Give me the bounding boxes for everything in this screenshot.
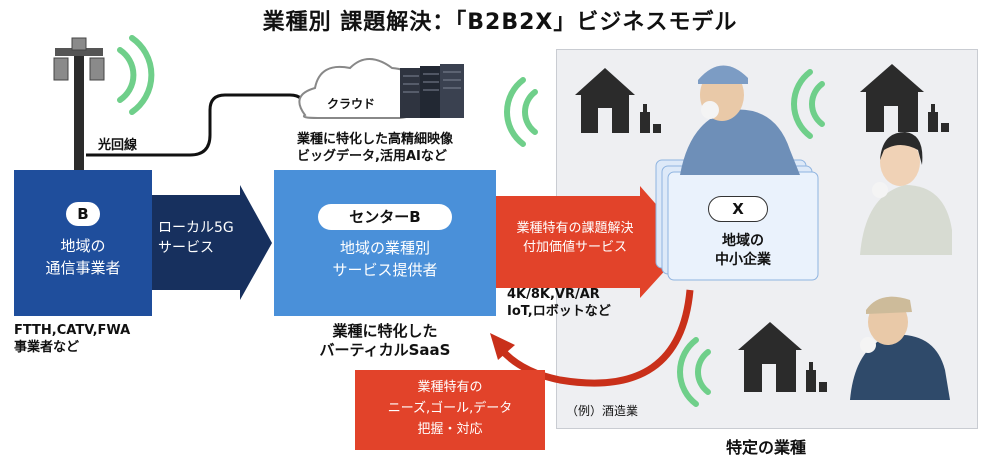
sake-bottle-icon — [928, 104, 949, 132]
sake-bottle-icon — [640, 104, 661, 133]
server-rack-icon — [400, 64, 464, 118]
cloud-caption-line1: 業種に特化した高精細映像 — [297, 132, 454, 147]
saas-caption-line1: 業種に特化した — [332, 322, 438, 340]
house-icon — [575, 68, 635, 133]
badge-center-b: センターB — [318, 204, 452, 230]
sme-name-line2: 中小企業 — [715, 252, 771, 268]
cloud-icon — [298, 58, 418, 119]
telecom-caption-line1: FTTH,CATV,FWA — [14, 323, 131, 338]
house-icon — [860, 64, 924, 132]
value-line1: 業種特有の課題解決 — [516, 221, 634, 236]
wifi-signal-icon — [117, 35, 155, 115]
industry-caption: 特定の業種 — [725, 438, 806, 457]
wifi-signal-icon — [504, 77, 538, 147]
telecom-operator-box: B 地域の 通信事業者 — [14, 170, 152, 316]
tech-line2: IoT,ロボットなど — [507, 304, 611, 319]
tech-line1: 4K/8K,VR/AR — [507, 287, 600, 302]
sake-bottle-icon — [806, 362, 827, 392]
needs-line2: ニーズ,ゴール,データ — [387, 401, 513, 416]
local5g-line2: サービス — [158, 240, 214, 256]
badge-x: X — [708, 196, 768, 222]
service-provider-box: センターB 地域の業種別 サービス提供者 — [274, 170, 496, 316]
wifi-signal-icon — [677, 337, 711, 407]
house-icon — [738, 322, 802, 392]
provider-name-line2: サービス提供者 — [332, 261, 438, 279]
cloud-label: クラウド — [327, 97, 376, 111]
sme-name-line1: 地域の — [722, 233, 764, 249]
local5g-arrow — [152, 185, 272, 300]
saas-caption-line2: バーティカルSaaS — [319, 341, 451, 359]
value-arrow — [496, 186, 690, 298]
wifi-signal-icon — [791, 69, 825, 139]
worker-person-icon — [680, 65, 800, 175]
provider-name-line1: 地域の業種別 — [339, 239, 430, 257]
needs-line3: 把握・対応 — [417, 422, 483, 437]
telecom-name-line2: 通信事業者 — [45, 259, 121, 277]
fiber-label: 光回線 — [98, 138, 138, 153]
cloud-caption-line2: ビッグデータ,活用AIなど — [297, 149, 447, 164]
antenna-tower-icon — [53, 37, 105, 172]
telecom-caption-line2: 事業者など — [14, 340, 80, 355]
local5g-line1: ローカル5G — [158, 220, 234, 236]
value-line2: 付加価値サービス — [522, 240, 627, 255]
worker-person-icon — [850, 296, 950, 400]
example-label: （例）酒造業 — [566, 404, 639, 418]
badge-b: B — [66, 202, 100, 226]
feedback-curve — [497, 289, 694, 387]
worker-person-icon — [860, 132, 952, 255]
needs-box: 業種特有の ニーズ,ゴール,データ 把握・対応 — [355, 370, 545, 450]
page-title: 業種別 課題解決：「B2B2X」ビジネスモデル — [262, 10, 738, 35]
needs-line1: 業種特有の — [417, 380, 483, 395]
telecom-name-line1: 地域の — [60, 237, 106, 255]
